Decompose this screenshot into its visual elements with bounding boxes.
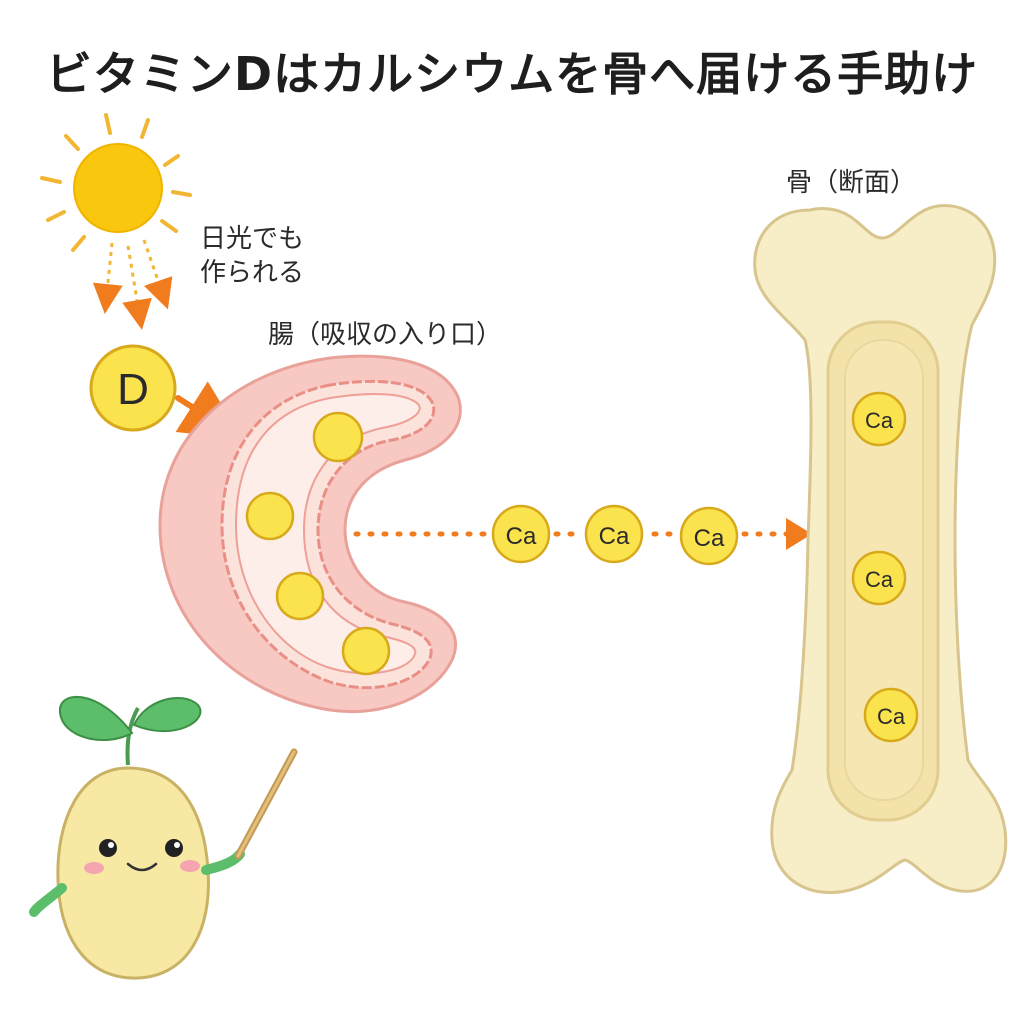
sun-label: 日光でも 作られる: [200, 222, 304, 290]
sun-label-line2: 作られる: [200, 258, 305, 288]
vitamin-d-symbol: D: [117, 365, 149, 414]
calcium-label: Ca: [877, 704, 906, 729]
page-title: ビタミンDはカルシウムを骨へ届ける手助け: [45, 47, 979, 101]
calcium-label: Ca: [506, 523, 537, 550]
pointer-stick-icon: [234, 748, 298, 860]
gut-nutrients: [245, 411, 391, 676]
vitamin-d-badge-icon: D: [89, 344, 177, 432]
bone-cross-section-icon: [753, 204, 1008, 895]
calcium-label: Ca: [599, 523, 630, 550]
calcium-icon: Ca: [679, 506, 739, 566]
calcium-icon: Ca: [491, 504, 551, 564]
calcium-icon: Ca: [584, 504, 644, 564]
calcium-label: Ca: [694, 525, 725, 552]
calcium-icon: Ca: [851, 550, 907, 606]
calcium-icon: Ca: [863, 687, 919, 743]
calcium-label: Ca: [865, 408, 894, 433]
gut-nutrient: [275, 571, 325, 621]
seedling-mascot-icon: [29, 695, 245, 980]
calcium-transport-path: [353, 518, 812, 550]
sun-icon: [40, 113, 192, 252]
calcium-label: Ca: [865, 567, 894, 592]
bone-label: 骨（断面）: [786, 168, 917, 198]
gut-nutrient: [312, 411, 364, 463]
gut-nutrient: [341, 626, 391, 676]
gut-label: 腸（吸収の入り口）: [268, 320, 503, 350]
sun-to-vitamin-d-rays: [92, 239, 173, 330]
calcium-icon: Ca: [851, 391, 907, 447]
sun-label-line1: 日光でも: [200, 224, 305, 254]
gut-nutrient: [245, 491, 295, 541]
